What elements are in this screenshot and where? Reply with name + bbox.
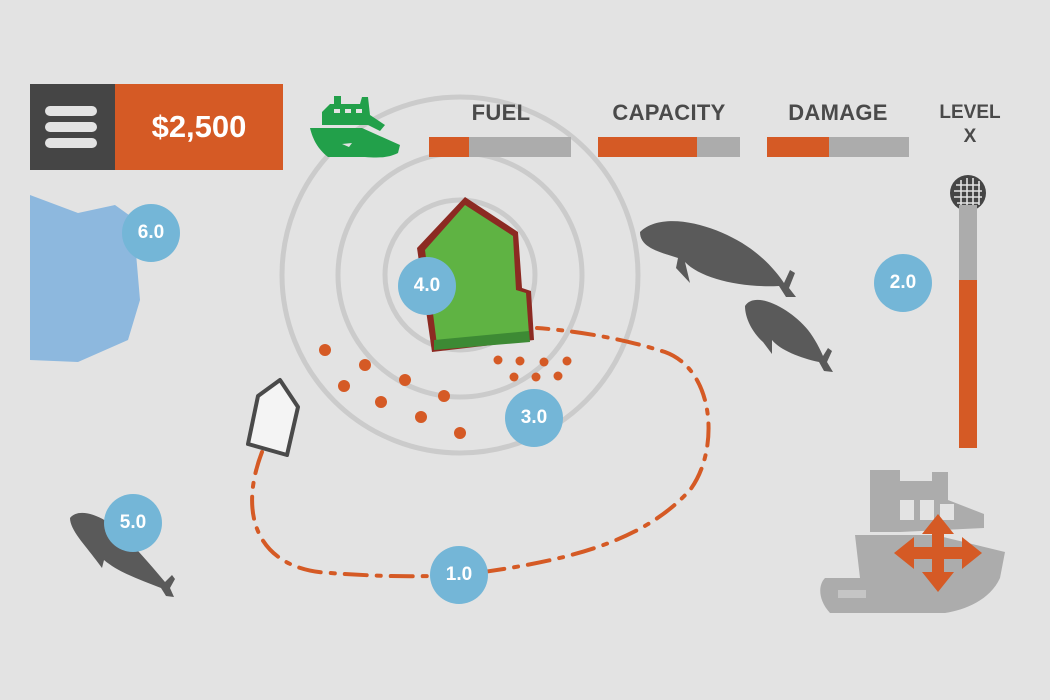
marker-5[interactable]: 5.0 — [104, 494, 162, 552]
fuel-meter — [429, 137, 571, 157]
player-boat-icon — [310, 96, 400, 158]
level-value: X — [963, 126, 977, 147]
whale-large — [640, 221, 796, 297]
damage-label: DAMAGE — [788, 100, 888, 125]
boat-route — [250, 326, 711, 579]
marker-6[interactable]: 6.0 — [122, 204, 180, 262]
shallow-water-zone — [30, 195, 140, 362]
damage-meter — [767, 137, 909, 157]
money-display: $2,500 — [115, 84, 283, 170]
level-slider-fill — [959, 280, 977, 448]
fuel-label: FUEL — [471, 100, 531, 125]
capacity-label: CAPACITY — [612, 100, 726, 125]
level-label: LEVEL X — [928, 101, 1012, 149]
dotted-trail — [319, 344, 572, 439]
rival-boat — [246, 378, 300, 457]
four-way-arrow-icon[interactable] — [894, 514, 982, 592]
capacity-meter — [598, 137, 740, 157]
whale-small — [745, 299, 833, 372]
level-slider[interactable] — [959, 205, 977, 448]
whale-lower-left — [70, 512, 175, 597]
marker-1[interactable]: 1.0 — [430, 546, 488, 604]
marker-4[interactable]: 4.0 — [398, 257, 456, 315]
marker-3[interactable]: 3.0 — [505, 389, 563, 447]
marker-2[interactable]: 2.0 — [874, 254, 932, 312]
move-boat-control[interactable] — [820, 470, 1005, 613]
island — [417, 197, 534, 352]
net-ball-icon[interactable] — [950, 175, 986, 211]
level-title: LEVEL — [939, 102, 1001, 123]
menu-button[interactable] — [30, 84, 115, 170]
